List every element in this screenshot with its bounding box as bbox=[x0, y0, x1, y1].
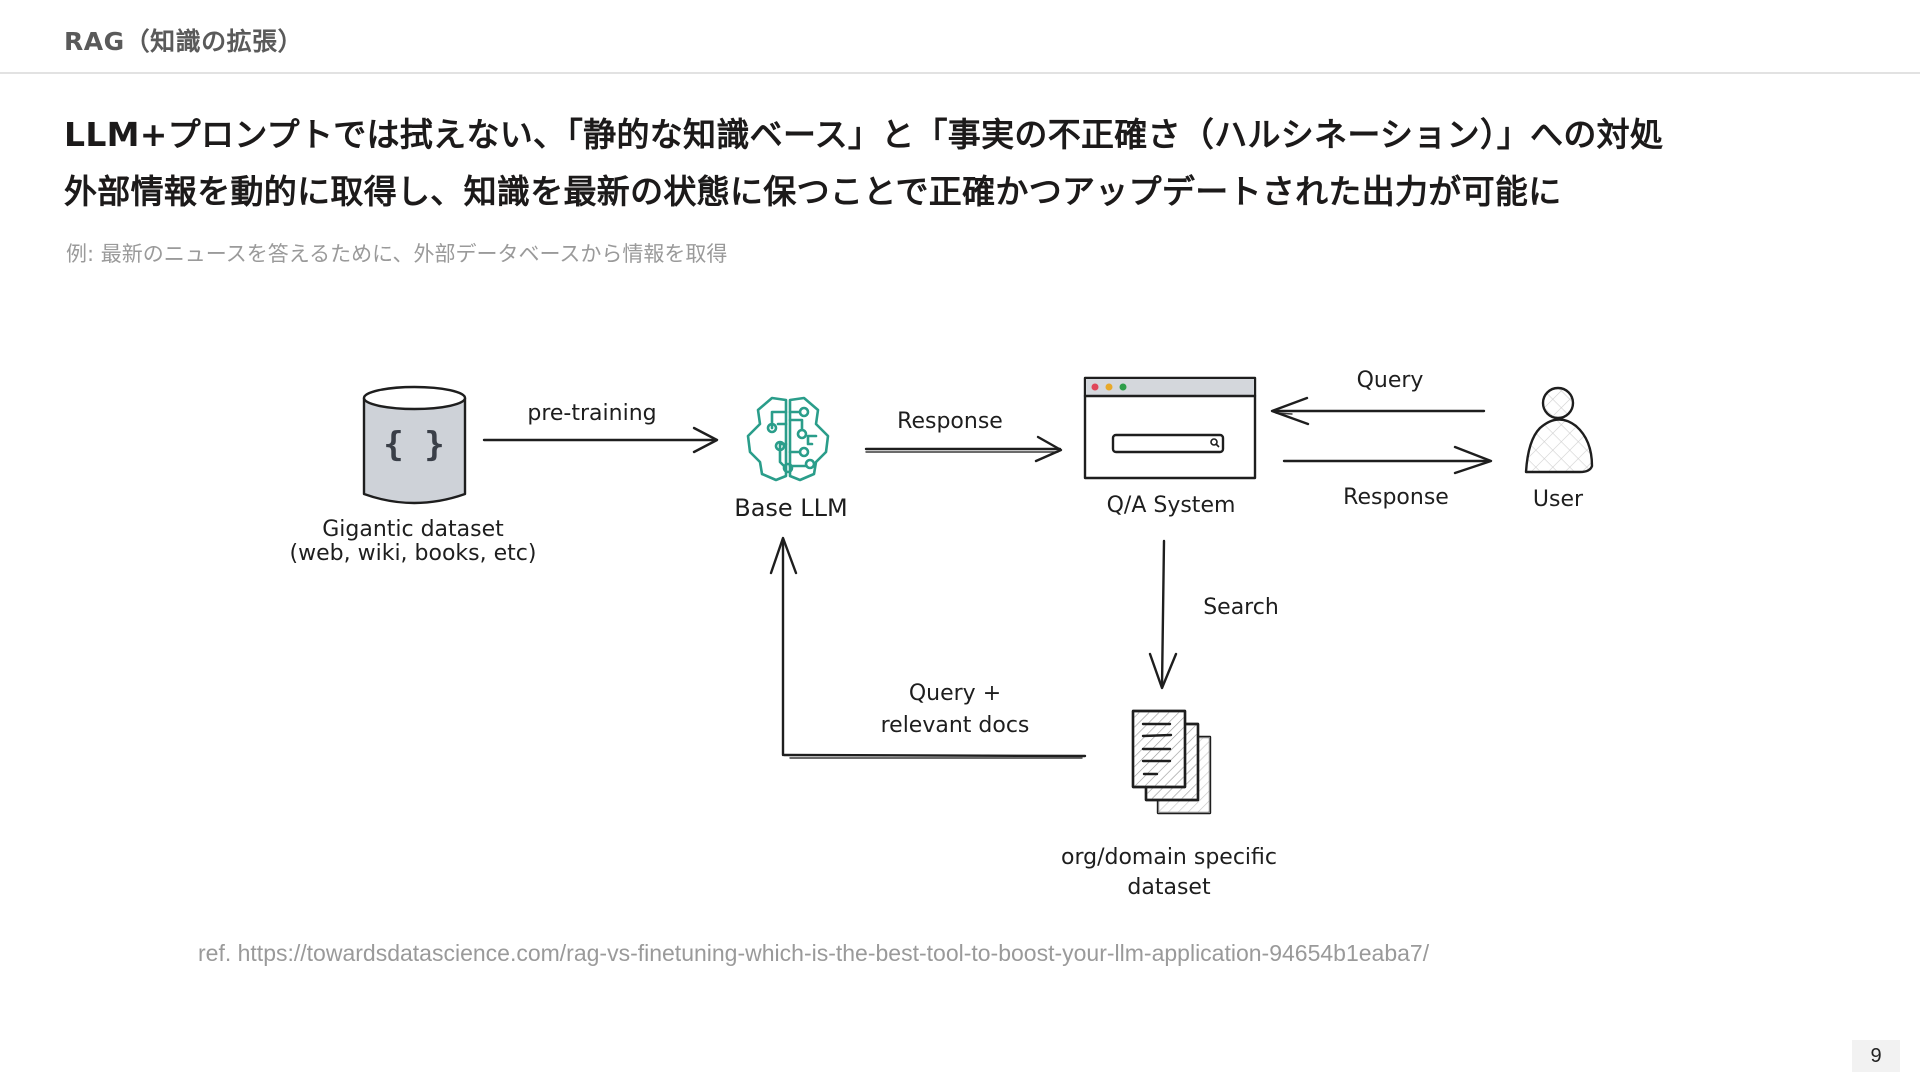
query-docs-label-line-1: Query + bbox=[909, 681, 1001, 706]
llm-response-arrow bbox=[864, 435, 1063, 463]
dataset-label-line-1: Gigantic dataset bbox=[322, 517, 504, 542]
slide-section-title: RAG（知識の拡張） bbox=[64, 27, 304, 56]
brain-circuit-icon bbox=[746, 396, 830, 482]
search-icon bbox=[1210, 438, 1218, 446]
user-response-arrow bbox=[1282, 445, 1493, 475]
query-docs-label-line-2: relevant docs bbox=[881, 713, 1030, 738]
search-bar bbox=[1111, 433, 1225, 454]
headline-line-1: LLM+プロンプトでは拭えない、「静的な知識ベース」と「事実の不正確さ（ハルシネ… bbox=[64, 115, 1664, 154]
llm-response-label: Response bbox=[897, 409, 1003, 434]
search-label: Search bbox=[1203, 595, 1279, 620]
window-close-dot bbox=[1091, 383, 1099, 391]
query-docs-arrow bbox=[769, 536, 1087, 759]
reference-link[interactable]: ref. https://towardsdatascience.com/rag-… bbox=[198, 940, 1430, 966]
cylinder-top bbox=[362, 385, 467, 411]
user-label: User bbox=[1533, 487, 1584, 512]
docs-label-line-2: dataset bbox=[1127, 875, 1211, 900]
page-number: 9 bbox=[1852, 1040, 1900, 1072]
braces-glyph: { } bbox=[383, 425, 444, 465]
header-divider bbox=[0, 72, 1920, 74]
example-text: 例: 最新のニュースを答えるために、外部データベースから情報を取得 bbox=[66, 242, 728, 266]
user-icon bbox=[1524, 386, 1594, 474]
docs-label-line-1: org/domain specific bbox=[1061, 845, 1277, 870]
cylinder-body bbox=[362, 396, 467, 505]
search-arrow bbox=[1148, 539, 1178, 690]
database-cylinder-icon: { } bbox=[362, 385, 467, 505]
headline-line-2: 外部情報を動的に取得し、知識を最新の状態に保つことで正確かつアップデートされた出… bbox=[64, 172, 1562, 211]
qa-system-label: Q/A System bbox=[1107, 493, 1236, 518]
window-maximize-dot bbox=[1119, 383, 1127, 391]
document-stack-icon bbox=[1131, 709, 1212, 815]
pretraining-label: pre-training bbox=[527, 401, 656, 426]
pretraining-arrow bbox=[482, 426, 719, 454]
window-minimize-dot bbox=[1105, 383, 1113, 391]
browser-window-icon bbox=[1083, 376, 1257, 480]
base-llm-label: Base LLM bbox=[734, 494, 848, 522]
query-arrow bbox=[1270, 396, 1486, 426]
user-response-label: Response bbox=[1343, 485, 1449, 510]
query-label: Query bbox=[1357, 368, 1424, 393]
dataset-label-line-2: (web, wiki, books, etc) bbox=[290, 541, 537, 566]
